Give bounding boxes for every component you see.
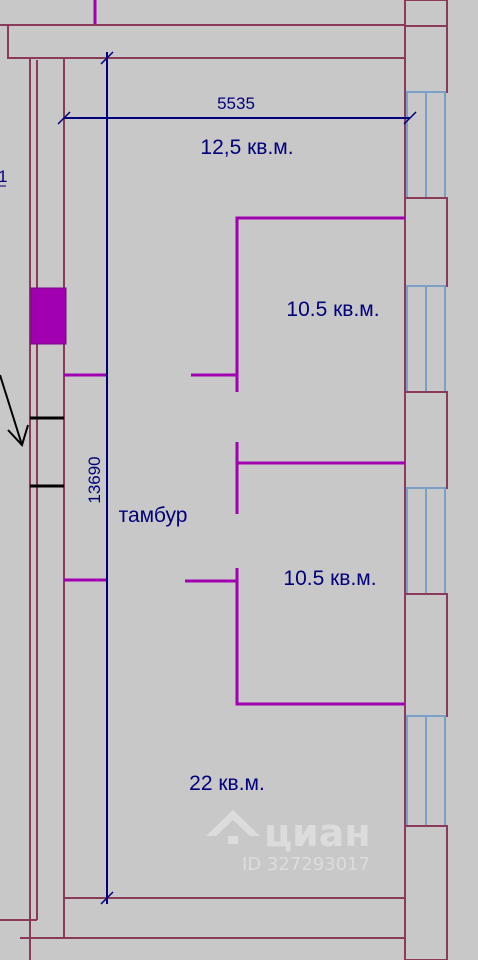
dimension-width [57,111,417,125]
room-area-top: 12,5 кв.м. [200,136,293,159]
dimension-length [100,51,114,905]
left-edge-fragment: 1 [0,167,7,186]
house-roof-icon [206,810,260,844]
dimension-width-label: 5535 [217,94,255,113]
room-area-bottom: 22 кв.м. [189,772,265,795]
entry-arrow-icon [0,374,29,447]
room-area-middle-upper: 10.5 кв.м. [286,298,379,321]
entry-door [30,416,64,488]
outer-walls [0,0,406,960]
watermark-id: ID 327293017 [242,854,370,875]
room-area-middle-lower: 10.5 кв.м. [283,567,376,590]
partitions [64,216,405,706]
watermark: циан ID 327293017 [206,810,371,875]
wall-bottom-corridor [20,937,405,960]
partition-room-3 [235,568,405,706]
room-vestibule: тамбур [119,504,188,527]
watermark-brand: циан [264,811,371,855]
wall-corridor-inner [0,58,65,921]
dimension-length-label: 13690 [85,456,104,503]
entry-block [30,287,67,345]
partition-room-2 [235,216,405,392]
pier-6 [404,825,448,960]
exterior-wall [404,0,448,960]
